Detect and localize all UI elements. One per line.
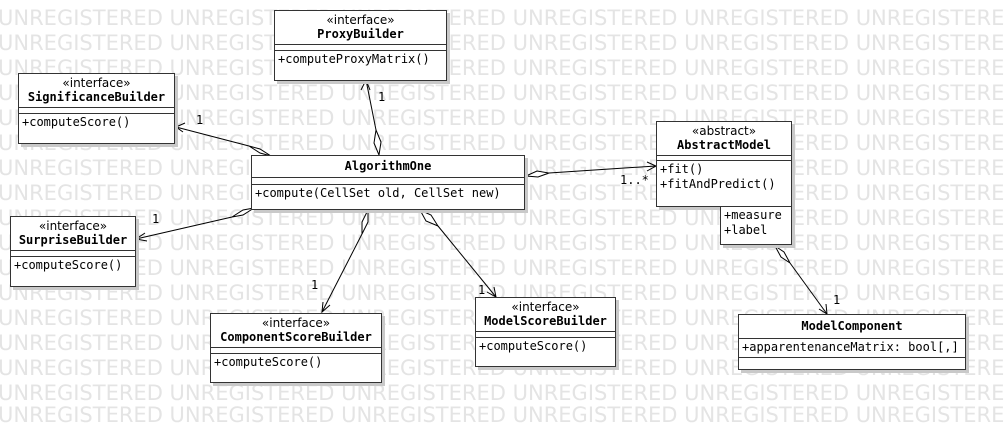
aggregation-diamond bbox=[524, 170, 551, 178]
attributes-section bbox=[252, 177, 524, 184]
stereotype-label: «interface» bbox=[326, 13, 395, 27]
attributes-section bbox=[211, 347, 381, 353]
operation: +computeScore() bbox=[214, 355, 323, 369]
class-name: ModelComponent bbox=[801, 319, 903, 333]
association-algorithm-to-model-score[interactable] bbox=[418, 208, 497, 298]
operation: +computeScore() bbox=[479, 339, 588, 353]
multiplicity-proxy: 1 bbox=[378, 90, 386, 104]
class-model-component[interactable]: ModelComponent +apparentenanceMatrix: bo… bbox=[738, 314, 966, 370]
class-algorithm-one[interactable]: AlgorithmOne +compute(CellSet old, CellS… bbox=[251, 155, 525, 210]
class-model-score-builder[interactable]: «interface» ModelScoreBuilder +computeSc… bbox=[475, 297, 616, 367]
operations-section: +computeScore() bbox=[19, 113, 174, 132]
stereotype-label: «interface» bbox=[511, 300, 580, 314]
operations-section bbox=[739, 357, 965, 366]
class-header: «abstract» AbstractModel bbox=[657, 122, 791, 155]
class-name: SignificanceBuilder bbox=[27, 90, 166, 104]
class-name: ProxyBuilder bbox=[317, 27, 404, 41]
multiplicity-abstract-model: 1..* bbox=[620, 173, 649, 187]
multiplicity-surprise: 1 bbox=[152, 212, 160, 226]
attribute: +measure bbox=[724, 208, 782, 222]
operations-section: +fit() +fitAndPredict() bbox=[657, 160, 791, 194]
class-surprise-builder[interactable]: «interface» SurpriseBuilder +computeScor… bbox=[10, 216, 136, 287]
aggregation-diamond bbox=[418, 208, 440, 228]
class-name: ModelScoreBuilder bbox=[484, 314, 607, 328]
class-component-score-builder[interactable]: «interface» ComponentScoreBuilder +compu… bbox=[210, 313, 382, 383]
association-abstract-model-to-model-component[interactable] bbox=[774, 245, 828, 315]
arrowhead bbox=[174, 122, 186, 133]
association-algorithm-to-significance[interactable] bbox=[174, 122, 272, 157]
attributes-section bbox=[476, 331, 615, 337]
class-header: «interface» ComponentScoreBuilder bbox=[211, 314, 381, 347]
operations-section: +computeScore() bbox=[11, 256, 135, 275]
class-header: «interface» SurpriseBuilder bbox=[11, 217, 135, 250]
class-header: «interface» ModelScoreBuilder bbox=[476, 298, 615, 331]
operation: +compute(CellSet old, CellSet new) bbox=[255, 186, 501, 200]
operations-section: +computeScore() bbox=[211, 353, 381, 372]
attributes-section bbox=[19, 107, 174, 113]
class-header: «interface» SignificanceBuilder bbox=[19, 74, 174, 107]
aggregation-diamond bbox=[373, 128, 382, 157]
class-name: AlgorithmOne bbox=[344, 159, 432, 173]
class-name: ComponentScoreBuilder bbox=[220, 330, 372, 344]
attribute: +label bbox=[724, 223, 768, 237]
multiplicity-model-component: 1 bbox=[833, 293, 841, 307]
operations-section: +compute(CellSet old, CellSet new) bbox=[252, 184, 524, 203]
attributes-section: +measure +label bbox=[721, 207, 791, 239]
class-name: SurpriseBuilder bbox=[18, 233, 128, 247]
class-header: «interface» ProxyBuilder bbox=[275, 11, 446, 44]
operation: +fit() bbox=[660, 162, 704, 176]
arrowhead bbox=[134, 232, 148, 242]
attributes-section bbox=[11, 250, 135, 256]
arrowhead bbox=[321, 301, 331, 314]
operations-section: +computeScore() bbox=[476, 337, 615, 356]
stereotype-label: «abstract» bbox=[691, 124, 757, 138]
attributes-section bbox=[657, 155, 791, 160]
class-header: ModelComponent bbox=[739, 315, 965, 338]
operation: +computeScore() bbox=[22, 115, 131, 129]
association-algorithm-to-component-score[interactable] bbox=[321, 209, 369, 314]
arrowhead bbox=[360, 78, 371, 91]
attributes-section: +apparentenanceMatrix: bool[,] bbox=[739, 338, 965, 357]
association-algorithm-to-surprise[interactable] bbox=[134, 207, 255, 242]
attribute: +apparentenanceMatrix: bool[,] bbox=[742, 340, 959, 354]
aggregation-diamond bbox=[774, 245, 791, 264]
abstract-model-attributes-box: +measure +label bbox=[720, 207, 792, 245]
stereotype-label: «interface» bbox=[261, 316, 331, 330]
operation: +computeScore() bbox=[14, 258, 123, 272]
multiplicity-significance: 1 bbox=[196, 113, 204, 127]
association-algorithm-to-proxy[interactable] bbox=[360, 78, 382, 157]
operation: +computeProxyMatrix() bbox=[278, 52, 430, 66]
class-abstract-model[interactable]: «abstract» AbstractModel +fit() +fitAndP… bbox=[656, 121, 792, 207]
operation: +fitAndPredict() bbox=[660, 177, 776, 191]
aggregation-diamond bbox=[361, 209, 369, 235]
class-header: AlgorithmOne bbox=[252, 156, 524, 177]
multiplicity-component-score: 1 bbox=[311, 278, 319, 292]
class-name: AbstractModel bbox=[677, 138, 771, 152]
class-proxy-builder[interactable]: «interface» ProxyBuilder +computeProxyMa… bbox=[274, 10, 447, 81]
attributes-section bbox=[275, 44, 446, 50]
stereotype-label: «interface» bbox=[38, 219, 108, 233]
multiplicity-model-score: 1 bbox=[478, 283, 486, 297]
class-significance-builder[interactable]: «interface» SignificanceBuilder +compute… bbox=[18, 73, 175, 144]
stereotype-label: «interface» bbox=[62, 76, 131, 90]
operations-section: +computeProxyMatrix() bbox=[275, 50, 446, 69]
